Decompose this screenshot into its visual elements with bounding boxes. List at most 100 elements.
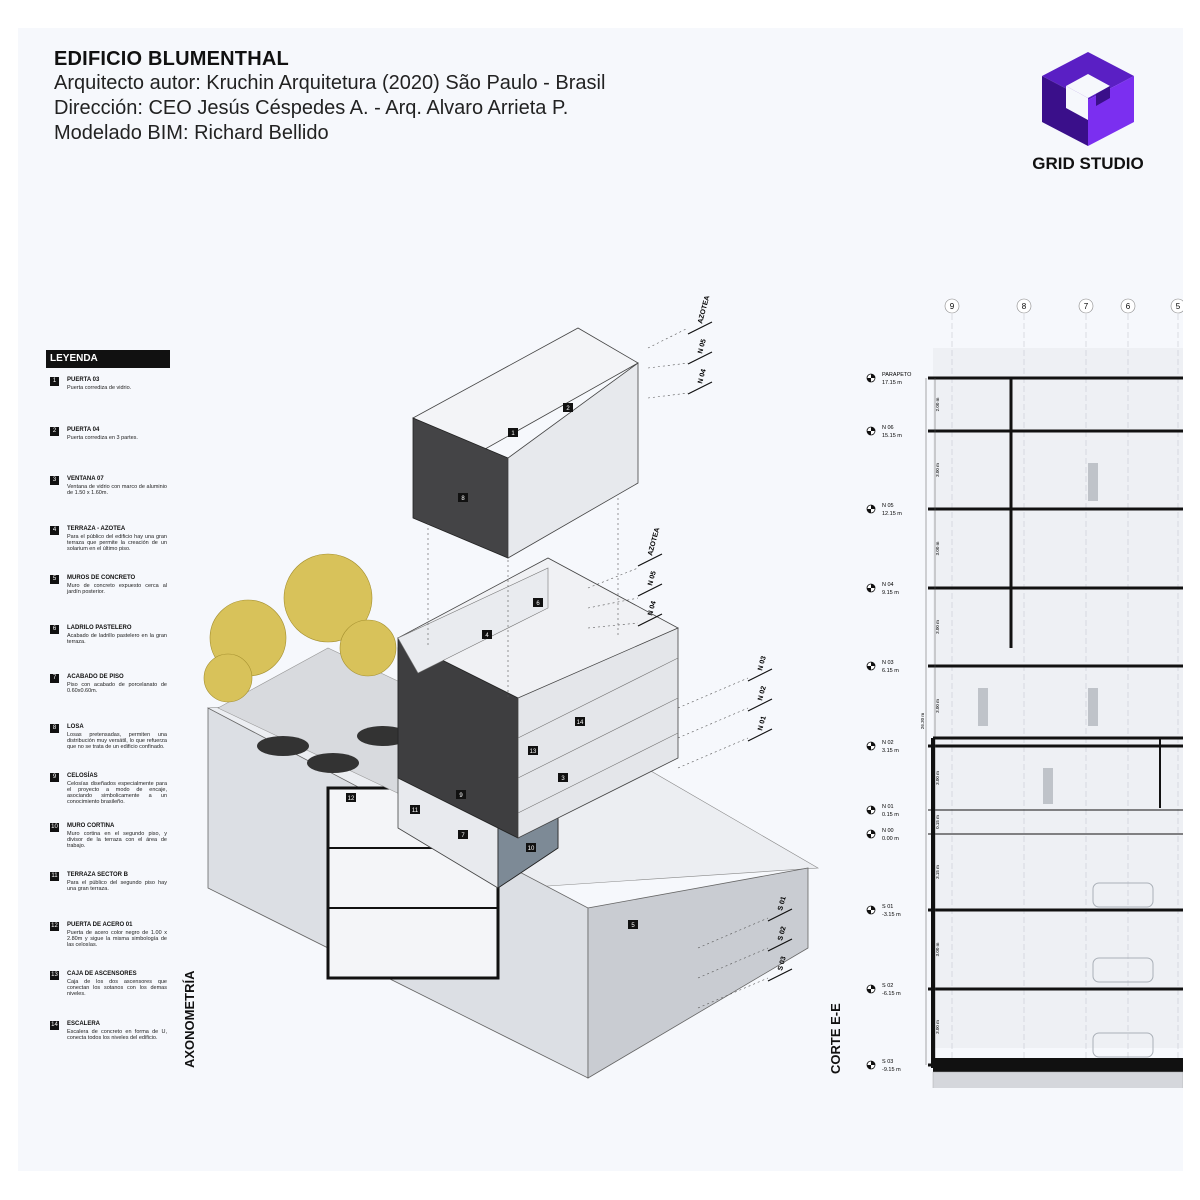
level-elevation: 17.15 m — [882, 380, 902, 386]
section-cars — [1092, 882, 1154, 1058]
axo-tag-number: 6 — [536, 601, 540, 607]
axo-tag-box — [558, 773, 568, 782]
dimension-text: 3.15 m — [935, 865, 940, 879]
parked-cars — [257, 726, 409, 773]
legend-number: 14 — [50, 1020, 59, 1030]
section-structure — [931, 378, 1183, 1068]
total-dimension-text: 26.30 m — [920, 713, 925, 730]
level-tag-line — [687, 381, 713, 395]
level-elevation: -9.15 m — [882, 1067, 901, 1073]
axo-tag-box — [526, 843, 536, 852]
axo-tag-number: 13 — [530, 749, 537, 755]
author-line: Arquitecto autor: Kruchin Arquitetura (2… — [54, 72, 606, 94]
axo-tag-box — [575, 717, 585, 726]
project-title: EDIFICIO BLUMENTHAL — [54, 48, 289, 70]
legend-item-name: LADRILO PASTELERO — [67, 624, 132, 631]
axo-tag-box — [563, 403, 573, 412]
axis-bubble — [1078, 298, 1094, 314]
dimension-text: 3.00 m — [935, 699, 940, 713]
axis-bubble — [944, 298, 960, 314]
legend-item-name: VENTANA 07 — [67, 476, 104, 482]
legend-item-name: PUERTA DE ACERO 01 — [67, 921, 133, 928]
ground-block-right — [587, 867, 809, 1079]
axis-bubble — [1016, 298, 1032, 314]
axis-bubble — [1170, 298, 1183, 314]
axis-bubble — [1120, 298, 1136, 314]
level-tag-line — [767, 968, 793, 982]
axo-level-tag: S 03 — [777, 956, 788, 972]
axo-level-tag: N 04 — [647, 600, 658, 616]
axo-level-tag: N 01 — [757, 715, 768, 731]
legend-item-desc: Puerta corrediza en 3 partes. — [67, 434, 138, 441]
dimension-text: 3.00 m — [935, 1020, 940, 1034]
level-marker-fill — [867, 985, 875, 993]
level-elevation: -3.15 m — [882, 912, 901, 918]
legend-item-name: MURO CORTINA — [67, 822, 115, 829]
dimension-text: 3.00 m — [935, 771, 940, 785]
dimension-text: 3.00 m — [935, 463, 940, 477]
dimension-text: 3.00 m — [935, 620, 940, 634]
legend-item-name: MUROS DE CONCRETO — [67, 575, 136, 581]
axo-tag-box — [458, 493, 468, 502]
legend-item-desc: Para el público del segundo piso hay una… — [67, 880, 167, 892]
foundation-slab — [933, 1058, 1183, 1072]
legend-item-desc: Escalera de concreto en forma de U, cone… — [67, 1028, 167, 1041]
legend-item-desc: Losas pretensadas, permiten una distribu… — [67, 731, 167, 750]
axo-tag-number: 9 — [459, 793, 463, 799]
level-name: N 03 — [882, 660, 894, 666]
bim-line: Modelado BIM: Richard Bellido — [54, 122, 329, 144]
mid-block-side — [517, 627, 679, 839]
level-elevation: 3.15 m — [882, 748, 899, 754]
level-tag-line — [637, 583, 663, 597]
axo-tag-box — [346, 793, 356, 802]
explode-guides — [427, 327, 769, 1009]
legend-item-name: TERRAZA - AZOTEA — [67, 525, 126, 532]
legend-item-desc: Puerta de acero color negro de 1.00 x 2.… — [67, 929, 167, 948]
axis-label: 7 — [1084, 302, 1089, 311]
section-background — [933, 348, 1183, 1048]
level-tag-line — [637, 553, 663, 567]
dimension-text: 2.00 m — [935, 397, 940, 411]
level-elevation: 6.15 m — [882, 668, 899, 674]
level-name: N 00 — [882, 828, 894, 834]
level-elevation: 0.00 m — [882, 836, 899, 842]
axo-tag-number: 12 — [348, 796, 355, 802]
level-tag-line — [637, 613, 663, 627]
ground-hatch — [932, 1071, 1183, 1088]
axo-tag-number: 14 — [577, 720, 584, 726]
legend-item-name: ACABADO DE PISO — [67, 674, 124, 680]
axo-tag-number: 2 — [566, 406, 570, 412]
level-marker-fill — [867, 584, 875, 592]
header-block: EDIFICIO BLUMENTHAL Arquitecto autor: Kr… — [54, 48, 605, 146]
axo-tag-number: 7 — [461, 833, 465, 839]
legend-number: 8 — [50, 723, 59, 733]
level-marker-fill — [867, 906, 875, 914]
level-tag-line — [747, 728, 773, 742]
axo-tag-box — [628, 920, 638, 929]
axo-tag-box — [528, 746, 538, 755]
axo-level-tag: N 05 — [697, 338, 708, 354]
dimension-text: 0.15 m — [935, 815, 940, 829]
axis-label: 6 — [1126, 302, 1131, 311]
axis-label: 9 — [950, 302, 955, 311]
axo-tag-number: 4 — [485, 633, 489, 639]
level-tag-line — [687, 321, 713, 335]
level-elevation: 9.15 m — [882, 590, 899, 596]
level-name: PARAPETO — [882, 372, 912, 378]
level-tag-line — [767, 908, 793, 922]
axo-level-tag: N 05 — [647, 570, 658, 586]
legend-number: 1 — [50, 377, 59, 386]
level-marker-fill — [867, 830, 875, 838]
legend-item-name: PUERTA 03 — [67, 377, 100, 383]
axo-tag-box — [458, 830, 468, 839]
legend-item-desc: Muro de concreto expuesto cerca al jardí… — [67, 583, 167, 595]
logo-text: GRID STUDIO — [1032, 154, 1144, 173]
grid-studio-logo: GRID STUDIO — [1028, 48, 1148, 174]
legend-number: 10 — [50, 822, 59, 832]
axo-level-tag: N 02 — [757, 685, 768, 701]
legend-item-desc: Para el público del edificio hay una gra… — [67, 533, 167, 552]
